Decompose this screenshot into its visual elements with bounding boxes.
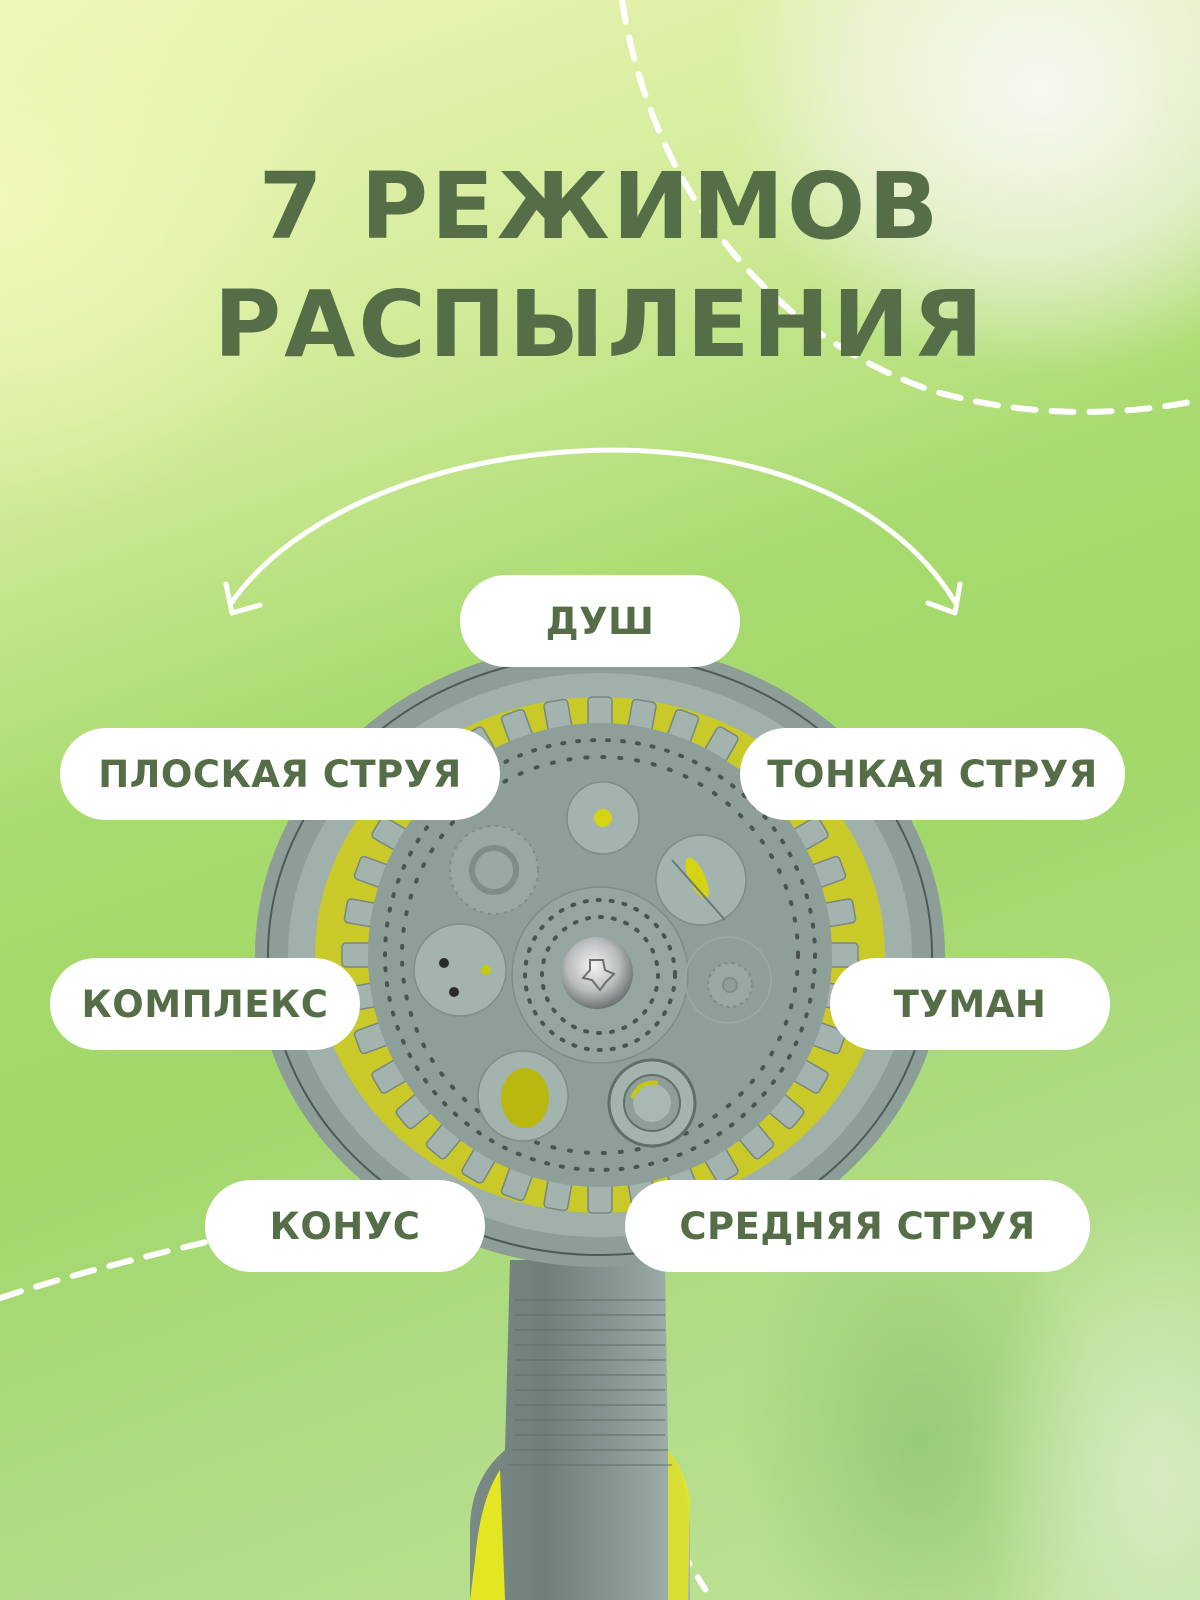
page-title: 7 РЕЖИМОВ РАСПЫЛЕНИЯ <box>0 148 1200 384</box>
mode-label-flat-stream: ПЛОСКАЯ СТРУЯ <box>60 728 500 820</box>
mode-label-text: ТОНКАЯ СТРУЯ <box>767 752 1098 796</box>
mode-label-text: ТУМАН <box>893 982 1047 1026</box>
mode-label-cone: КОНУС <box>205 1180 485 1272</box>
mode-label-text: КОМПЛЕКС <box>81 982 329 1026</box>
mode-label-text: ПЛОСКАЯ СТРУЯ <box>98 752 462 796</box>
title-line-1: 7 РЕЖИМОВ <box>258 153 942 260</box>
mode-label-thin-stream: ТОНКАЯ СТРУЯ <box>740 728 1125 820</box>
mode-label-mist: ТУМАН <box>830 958 1110 1050</box>
mode-label-medium-stream: СРЕДНЯЯ СТРУЯ <box>625 1180 1090 1272</box>
mode-label-shower: ДУШ <box>460 575 740 667</box>
mode-label-text: КОНУС <box>269 1204 421 1248</box>
mode-label-complex: КОМПЛЕКС <box>50 958 360 1050</box>
mode-label-text: СРЕДНЯЯ СТРУЯ <box>679 1204 1036 1248</box>
title-line-2: РАСПЫЛЕНИЯ <box>213 271 987 378</box>
mode-label-text: ДУШ <box>545 599 655 643</box>
